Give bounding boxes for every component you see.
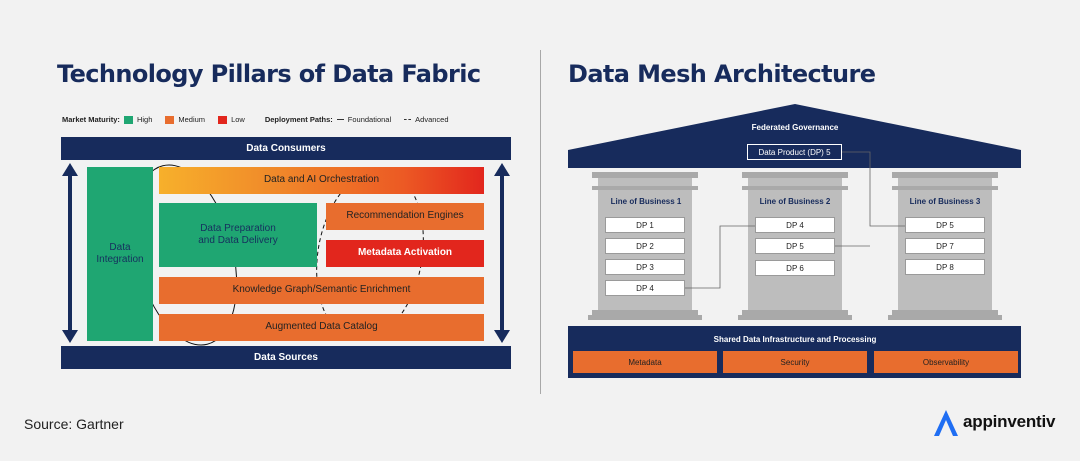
data-prep-box: Data Preparation and Data Delivery xyxy=(159,203,317,267)
lob-1-dp-4: DP 4 xyxy=(605,280,685,296)
lob-3-dp-5: DP 5 xyxy=(905,217,985,233)
data-integration-box: Data Integration xyxy=(87,167,153,341)
high-swatch xyxy=(123,115,133,124)
brand-name: appinventiv xyxy=(963,412,1056,431)
legend-advanced: Advanced xyxy=(404,115,449,124)
legend-low: Low xyxy=(218,115,245,124)
metadata-activation-box: Metadata Activation xyxy=(326,240,484,267)
right-double-arrow xyxy=(494,163,510,343)
lob-3-dp-8: DP 8 xyxy=(905,259,985,275)
low-swatch xyxy=(218,115,228,124)
federated-governance-label: Federated Governance xyxy=(751,123,839,132)
knowledge-graph-box: Knowledge Graph/Semantic Enrichment xyxy=(159,277,484,304)
source-note: Source: Gartner xyxy=(24,416,124,432)
roof-data-product: Data Product (DP) 5 xyxy=(747,144,842,160)
lob-1-title: Line of Business 1 xyxy=(610,197,682,206)
left-double-arrow xyxy=(62,163,78,343)
recommendation-box: Recommendation Engines xyxy=(326,203,484,230)
connector-dp4 xyxy=(685,225,755,289)
mesh-title: Data Mesh Architecture xyxy=(568,60,876,88)
infrastructure-title: Shared Data Infrastructure and Processin… xyxy=(713,335,877,344)
infra-security: Security xyxy=(723,351,867,373)
lob-3-dp-7: DP 7 xyxy=(905,238,985,254)
orchestration-box: Data and AI Orchestration xyxy=(159,167,484,194)
data-catalog-box: Augmented Data Catalog xyxy=(159,314,484,341)
legend-paths-label: Deployment Paths: xyxy=(264,115,333,124)
data-sources-bar: Data Sources xyxy=(61,346,511,369)
lob-2-dp-4: DP 4 xyxy=(755,217,835,233)
legend-medium: Medium xyxy=(165,115,205,124)
legend: Market Maturity: High Medium Low Deploym… xyxy=(62,115,462,124)
connector-dp5 xyxy=(842,151,905,227)
legend-high: High xyxy=(123,115,152,124)
infra-observability: Observability xyxy=(874,351,1018,373)
lob-3-title: Line of Business 3 xyxy=(909,197,981,206)
lob-2-title: Line of Business 2 xyxy=(759,197,831,206)
medium-swatch xyxy=(165,115,175,124)
lob-2-dp-5: DP 5 xyxy=(755,238,835,254)
lob-2-dp-6: DP 6 xyxy=(755,260,835,276)
lob-1-dp-3: DP 3 xyxy=(605,259,685,275)
infra-metadata: Metadata xyxy=(573,351,717,373)
dashed-line-icon xyxy=(404,119,412,120)
section-divider xyxy=(540,50,541,394)
brand-logo: appinventiv xyxy=(934,412,1055,432)
fabric-title: Technology Pillars of Data Fabric xyxy=(57,60,481,88)
data-consumers-bar: Data Consumers xyxy=(61,137,511,160)
solid-line-icon xyxy=(336,119,344,120)
lob-1-dp-1: DP 1 xyxy=(605,217,685,233)
legend-foundational: Foundational xyxy=(336,115,391,124)
lob-1-dp-2: DP 2 xyxy=(605,238,685,254)
legend-maturity-label: Market Maturity: xyxy=(62,115,120,124)
